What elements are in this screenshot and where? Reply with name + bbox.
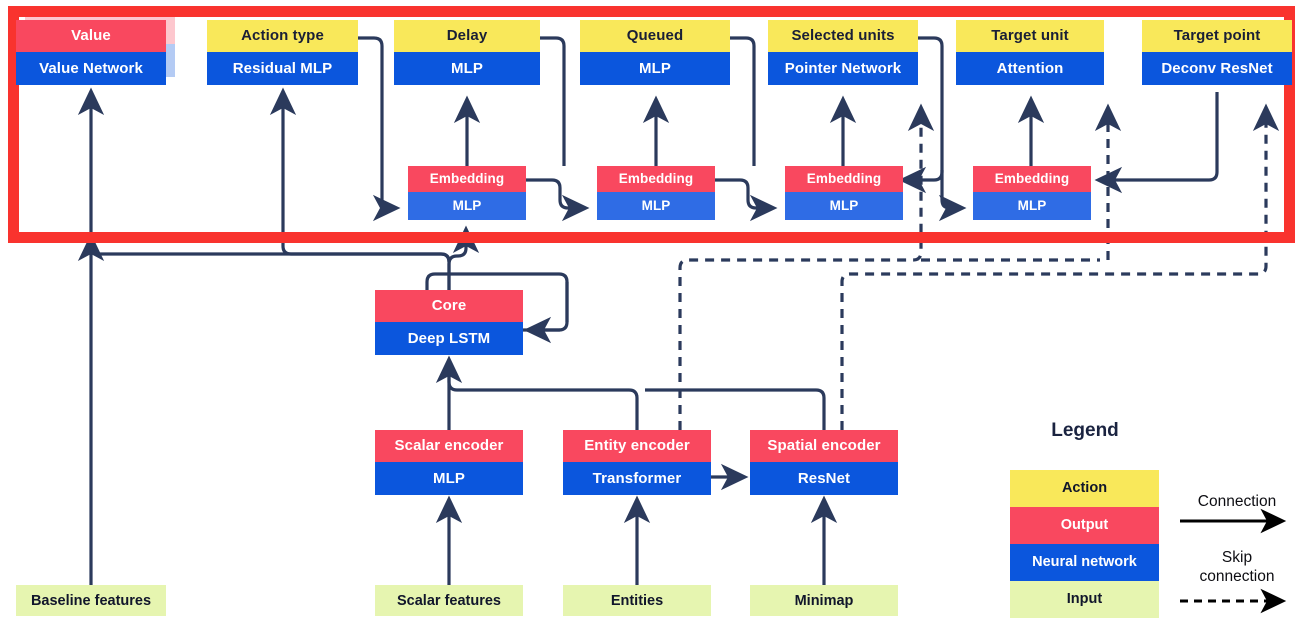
legend_output: Output	[1010, 507, 1159, 544]
input-node-entities[interactable]: Entities	[563, 585, 711, 616]
value-network: Value Network	[16, 52, 166, 85]
legend_action: Action	[1010, 470, 1159, 507]
input-node-minimap[interactable]: Minimap	[750, 585, 898, 616]
legend-title: Legend	[1051, 420, 1119, 441]
input-node-scalar_features[interactable]: Scalar features	[375, 585, 523, 616]
target_point-network: Deconv ResNet	[1142, 52, 1292, 85]
legend_input: Input	[1010, 581, 1159, 618]
target_unit-header: Target unit	[956, 20, 1104, 52]
input-node-baseline_features[interactable]: Baseline features	[16, 585, 166, 616]
core-header: Core	[375, 290, 523, 322]
emb_1-network: MLP	[408, 192, 526, 220]
emb_3-header: Embedding	[785, 166, 903, 192]
entity_encoder-network: Transformer	[563, 462, 711, 495]
scalar_encoder-header: Scalar encoder	[375, 430, 523, 462]
spatial_encoder-header: Spatial encoder	[750, 430, 898, 462]
target_point-header: Target point	[1142, 20, 1292, 52]
selected_units-network: Pointer Network	[768, 52, 918, 85]
emb_1-header: Embedding	[408, 166, 526, 192]
action_type-network: Residual MLP	[207, 52, 358, 85]
emb_2-network: MLP	[597, 192, 715, 220]
value-header: Value	[16, 20, 166, 52]
scalar_encoder-network: MLP	[375, 462, 523, 495]
emb_4-network: MLP	[973, 192, 1091, 220]
action-heads-highlight-box	[8, 6, 1295, 243]
delay-network: MLP	[394, 52, 540, 85]
emb_4-header: Embedding	[973, 166, 1091, 192]
selected_units-header: Selected units	[768, 20, 918, 52]
core-network: Deep LSTM	[375, 322, 523, 355]
legend_neural_network: Neural network	[1010, 544, 1159, 581]
action_type-header: Action type	[207, 20, 358, 52]
queued-network: MLP	[580, 52, 730, 85]
delay-header: Delay	[394, 20, 540, 52]
legend-connection-label: Connection	[1197, 493, 1277, 510]
target_unit-network: Attention	[956, 52, 1104, 85]
emb_3-network: MLP	[785, 192, 903, 220]
spatial_encoder-network: ResNet	[750, 462, 898, 495]
entity_encoder-header: Entity encoder	[563, 430, 711, 462]
queued-header: Queued	[580, 20, 730, 52]
emb_2-header: Embedding	[597, 166, 715, 192]
